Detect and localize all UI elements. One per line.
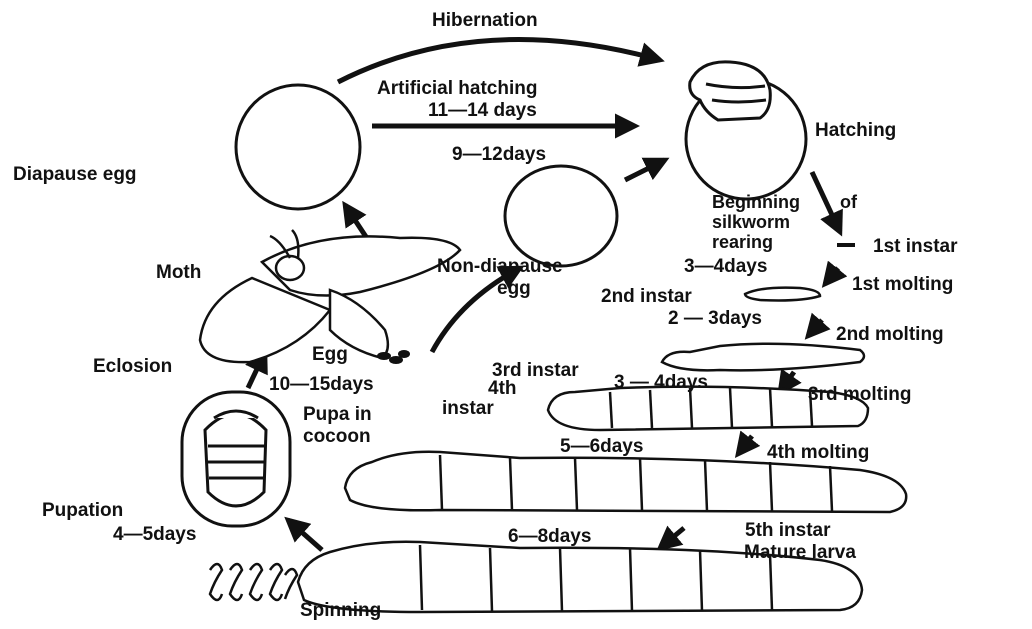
second-molting-arrow xyxy=(808,320,822,336)
pupa-label-line2: cocoon xyxy=(303,426,371,447)
non-diapause-label-line2: egg xyxy=(497,278,531,299)
spinning-label: Spinning xyxy=(300,600,381,621)
hatching-to-first-instar-arrow xyxy=(812,172,840,232)
egg-days-label: 10—15days xyxy=(269,374,374,395)
nine-twelve-days-label: 9—12days xyxy=(452,144,546,165)
pupa-label-line1: Pupa in xyxy=(303,404,372,425)
second-molting-label: 2nd molting xyxy=(836,324,944,345)
third-molting-label: 3rd molting xyxy=(808,384,911,405)
silk-threads xyxy=(210,564,297,600)
non-diapause-label-line1: Non-diapause xyxy=(437,256,563,277)
first-instar-days: 3—4days xyxy=(684,256,767,277)
fifth-instar-label: 5th instar xyxy=(745,520,831,541)
artificial-hatching-label: Artificial hatching xyxy=(377,78,537,99)
first-instar-label: 1st instar xyxy=(873,236,957,257)
pupation-days: 4—5days xyxy=(113,524,196,545)
artificial-hatching-days: 11—14 days xyxy=(428,100,537,121)
spinning-to-pupa-arrow xyxy=(288,520,322,550)
first-molting-label: 1st molting xyxy=(852,274,953,295)
beginning-label-line3: rearing xyxy=(712,233,773,252)
first-molting-arrow xyxy=(825,268,838,284)
hibernation-label: Hibernation xyxy=(432,10,538,31)
fifth-instar-days: 6—8days xyxy=(508,526,591,547)
pupation-label: Pupation xyxy=(42,500,123,521)
second-instar-larva xyxy=(745,288,820,301)
third-instar-larva xyxy=(662,344,864,371)
beginning-label-line1: Beginning xyxy=(712,193,800,212)
second-instar-days: 2 — 3days xyxy=(668,308,762,329)
third-instar-days: 3 — 4days xyxy=(614,372,708,393)
non-diapause-egg-shape xyxy=(505,166,617,266)
fourth-instar-days: 5—6days xyxy=(560,436,643,457)
fourth-molting-label: 4th molting xyxy=(767,442,869,463)
moth-label: Moth xyxy=(156,262,201,283)
hibernation-arrow xyxy=(338,40,660,82)
moth-drawing xyxy=(200,230,460,362)
fourth-molting-arrow xyxy=(738,436,752,454)
fifth-instar-arrow xyxy=(660,528,684,548)
diapause-egg-label: Diapause egg xyxy=(13,164,137,185)
egg-label: Egg xyxy=(312,344,348,365)
pupa-in-cocoon-drawing xyxy=(182,392,290,526)
hatching-label: Hatching xyxy=(815,120,896,141)
non-diapause-to-hatching-arrow xyxy=(625,160,665,180)
fourth-instar-label-line2: instar xyxy=(442,398,494,419)
eclosion-label: Eclosion xyxy=(93,356,172,377)
beginning-label-line2: silkworm xyxy=(712,213,790,232)
mature-larva-label: Mature larva xyxy=(744,542,856,563)
beginning-label-of: of xyxy=(840,193,857,212)
second-instar-label: 2nd instar xyxy=(601,286,692,307)
diapause-egg-shape xyxy=(236,85,360,209)
fourth-instar-label-line1: 4th xyxy=(488,378,517,399)
